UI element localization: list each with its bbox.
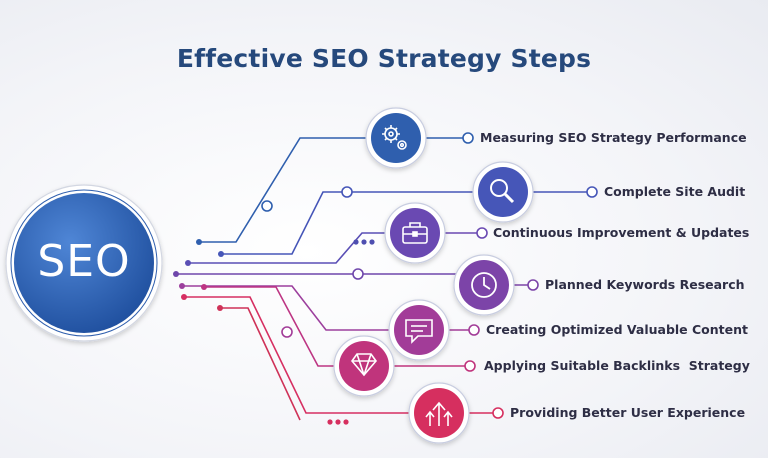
step-label-3: Continuous Improvement & Updates xyxy=(493,225,750,240)
step-label-2: Complete Site Audit xyxy=(604,184,746,199)
diagram-title: Effective SEO Strategy Steps xyxy=(176,44,592,73)
junction-rings xyxy=(261,132,598,419)
seo-hub xyxy=(5,184,163,342)
briefcase-icon xyxy=(402,222,428,244)
connector-start-dots xyxy=(173,239,224,311)
step-node-2 xyxy=(472,161,534,223)
clock-icon xyxy=(471,272,497,298)
gears-icon xyxy=(382,125,407,150)
step-node-4 xyxy=(453,254,515,316)
step-node-7 xyxy=(408,382,470,444)
step-label-4: Planned Keywords Research xyxy=(545,277,745,292)
step-node-3 xyxy=(384,202,446,264)
step-label-6: Applying Suitable Backlinks Strategy xyxy=(484,358,750,373)
growth-arrows-icon xyxy=(425,401,453,426)
step-label-1: Measuring SEO Strategy Performance xyxy=(480,130,747,145)
seo-hub-label: SEO xyxy=(37,236,131,287)
connector-5 xyxy=(182,285,390,331)
magnifier-icon xyxy=(490,179,515,204)
connector-7 xyxy=(184,296,410,414)
connector-1 xyxy=(199,137,372,243)
step-node-5 xyxy=(388,299,450,361)
connector-6 xyxy=(204,286,336,367)
diamond-icon xyxy=(350,353,378,377)
step-node-1 xyxy=(365,107,427,169)
connector-2 xyxy=(221,191,476,255)
ellipsis-dots-bottom xyxy=(327,419,349,425)
connector-8 xyxy=(220,307,301,421)
ellipsis-dots-top xyxy=(353,239,375,245)
step-label-7: Providing Better User Experience xyxy=(510,405,746,420)
step-label-5: Creating Optimized Valuable Content xyxy=(486,322,748,337)
step-node-6 xyxy=(333,335,395,397)
chat-icon xyxy=(405,319,433,344)
connectors xyxy=(176,137,588,421)
connector-3 xyxy=(188,232,388,264)
